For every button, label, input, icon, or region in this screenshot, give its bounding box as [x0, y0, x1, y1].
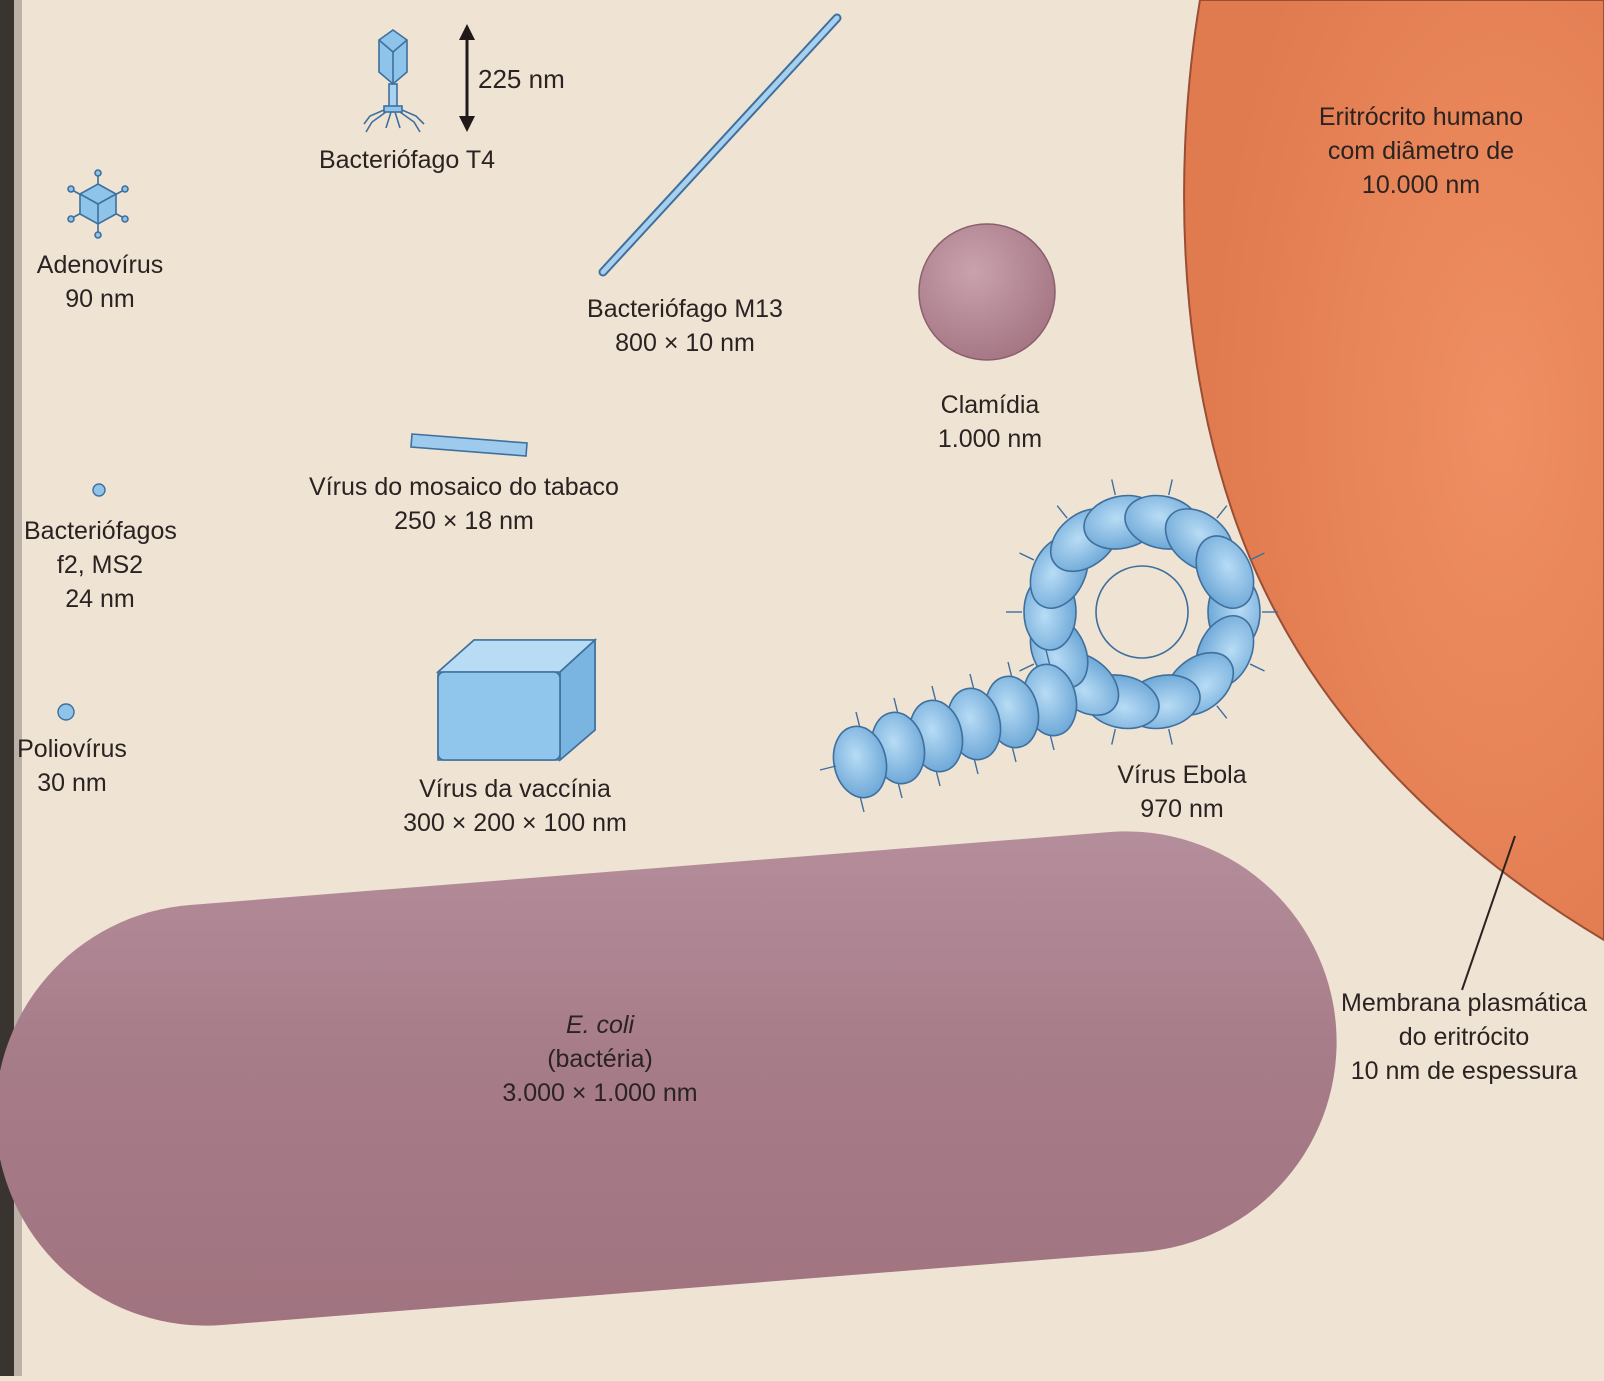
t4-size-label: 225 nm: [478, 62, 565, 96]
ebola-spike: [1057, 506, 1067, 519]
poliovirus-dot: [58, 704, 74, 720]
ebola-spike: [1112, 729, 1116, 745]
erythrocyte-line3: 10.000 nm: [1296, 168, 1546, 202]
tmv-name: Vírus do mosaico do tabaco: [284, 470, 644, 504]
bacteriophage-t4-icon: [364, 30, 424, 132]
erythrocyte-label: Eritrócrito humano com diâmetro de 10.00…: [1296, 100, 1546, 202]
membrane-line3: 10 nm de espessura: [1326, 1054, 1602, 1088]
adenovirus-name: Adenovírus: [20, 248, 180, 282]
poliovirus-name: Poliovírus: [12, 732, 132, 766]
vaccinia-size: 300 × 200 × 100 nm: [370, 806, 660, 840]
bacteriophage-m13-rod: [603, 18, 837, 272]
membrane-line2: do eritrócito: [1326, 1020, 1602, 1054]
ebola-spike: [1169, 479, 1173, 495]
f2-ms2-label: Bacteriófagos f2, MS2 24 nm: [24, 514, 176, 616]
f2-ms2-line1: Bacteriófagos: [24, 514, 176, 548]
ebola-spike: [1217, 506, 1227, 519]
membrane-line1: Membrana plasmática: [1326, 986, 1602, 1020]
ecoli-size: 3.000 × 1.000 nm: [480, 1076, 720, 1110]
chlamydia-shape: [919, 224, 1055, 360]
tobacco-mosaic-virus-rod: [411, 434, 527, 456]
vaccinia-name: Vírus da vaccínia: [370, 772, 660, 806]
f2-ms2-line2: f2, MS2: [24, 548, 176, 582]
erythrocyte-line1: Eritrócrito humano: [1296, 100, 1546, 134]
chlamydia-label: Clamídia 1.000 nm: [910, 388, 1070, 456]
ebola-spike: [1250, 664, 1264, 671]
vaccinia-virus-shape: [438, 640, 595, 760]
ecoli-label: E. coli (bactéria) 3.000 × 1.000 nm: [480, 1008, 720, 1110]
ebola-size: 970 nm: [1098, 792, 1266, 826]
vaccinia-label: Vírus da vaccínia 300 × 200 × 100 nm: [370, 772, 660, 840]
tmv-label: Vírus do mosaico do tabaco 250 × 18 nm: [284, 470, 644, 538]
tmv-size: 250 × 18 nm: [284, 504, 644, 538]
ebola-spike: [1112, 479, 1116, 495]
ebola-spike: [1169, 729, 1173, 745]
m13-label: Bacteriófago M13 800 × 10 nm: [560, 292, 810, 360]
m13-size: 800 × 10 nm: [560, 326, 810, 360]
t4-name-label: Bacteriófago T4: [307, 143, 507, 177]
ebola-name: Vírus Ebola: [1098, 758, 1266, 792]
membrane-label: Membrana plasmática do eritrócito 10 nm …: [1326, 986, 1602, 1088]
adenovirus-label: Adenovírus 90 nm: [20, 248, 180, 316]
adenovirus-size: 90 nm: [20, 282, 180, 316]
ecoli-name: E. coli: [480, 1008, 720, 1042]
ebola-spike: [820, 766, 836, 770]
ebola-spike: [1019, 553, 1033, 560]
ebola-spike: [1217, 706, 1227, 719]
bacteriophage-f2-ms2-dot: [93, 484, 105, 496]
ecoli-kind: (bactéria): [480, 1042, 720, 1076]
erythrocyte-line2: com diâmetro de: [1296, 134, 1546, 168]
poliovirus-label: Poliovírus 30 nm: [12, 732, 132, 800]
ebola-ring-hole: [1096, 566, 1188, 658]
poliovirus-size: 30 nm: [12, 766, 132, 800]
chlamydia-name: Clamídia: [910, 388, 1070, 422]
adenovirus-icon: [68, 170, 128, 238]
m13-name: Bacteriófago M13: [560, 292, 810, 326]
ebola-label: Vírus Ebola 970 nm: [1098, 758, 1266, 826]
f2-ms2-line3: 24 nm: [24, 582, 176, 616]
t4-size-arrow: [459, 24, 475, 132]
chlamydia-size: 1.000 nm: [910, 422, 1070, 456]
